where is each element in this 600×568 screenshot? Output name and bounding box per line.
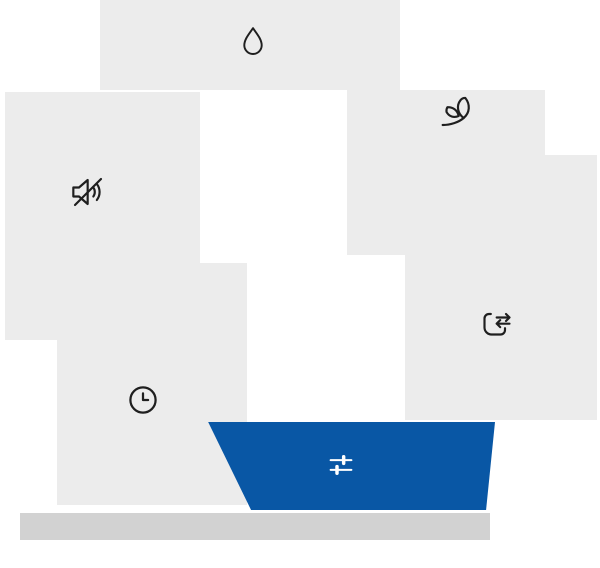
- speaker-mute-icon: [68, 172, 108, 212]
- water-drop-icon: [235, 24, 271, 60]
- sliders-icon: [325, 449, 357, 481]
- tile-time: [57, 263, 247, 505]
- tile-water: [100, 0, 400, 90]
- bottom-bar: [20, 513, 490, 540]
- tile-device-swap: [405, 155, 597, 420]
- accent-ribbon: [208, 422, 495, 510]
- device-swap-icon: [477, 302, 517, 342]
- clock-icon: [125, 382, 161, 418]
- leaf-icon: [436, 92, 476, 132]
